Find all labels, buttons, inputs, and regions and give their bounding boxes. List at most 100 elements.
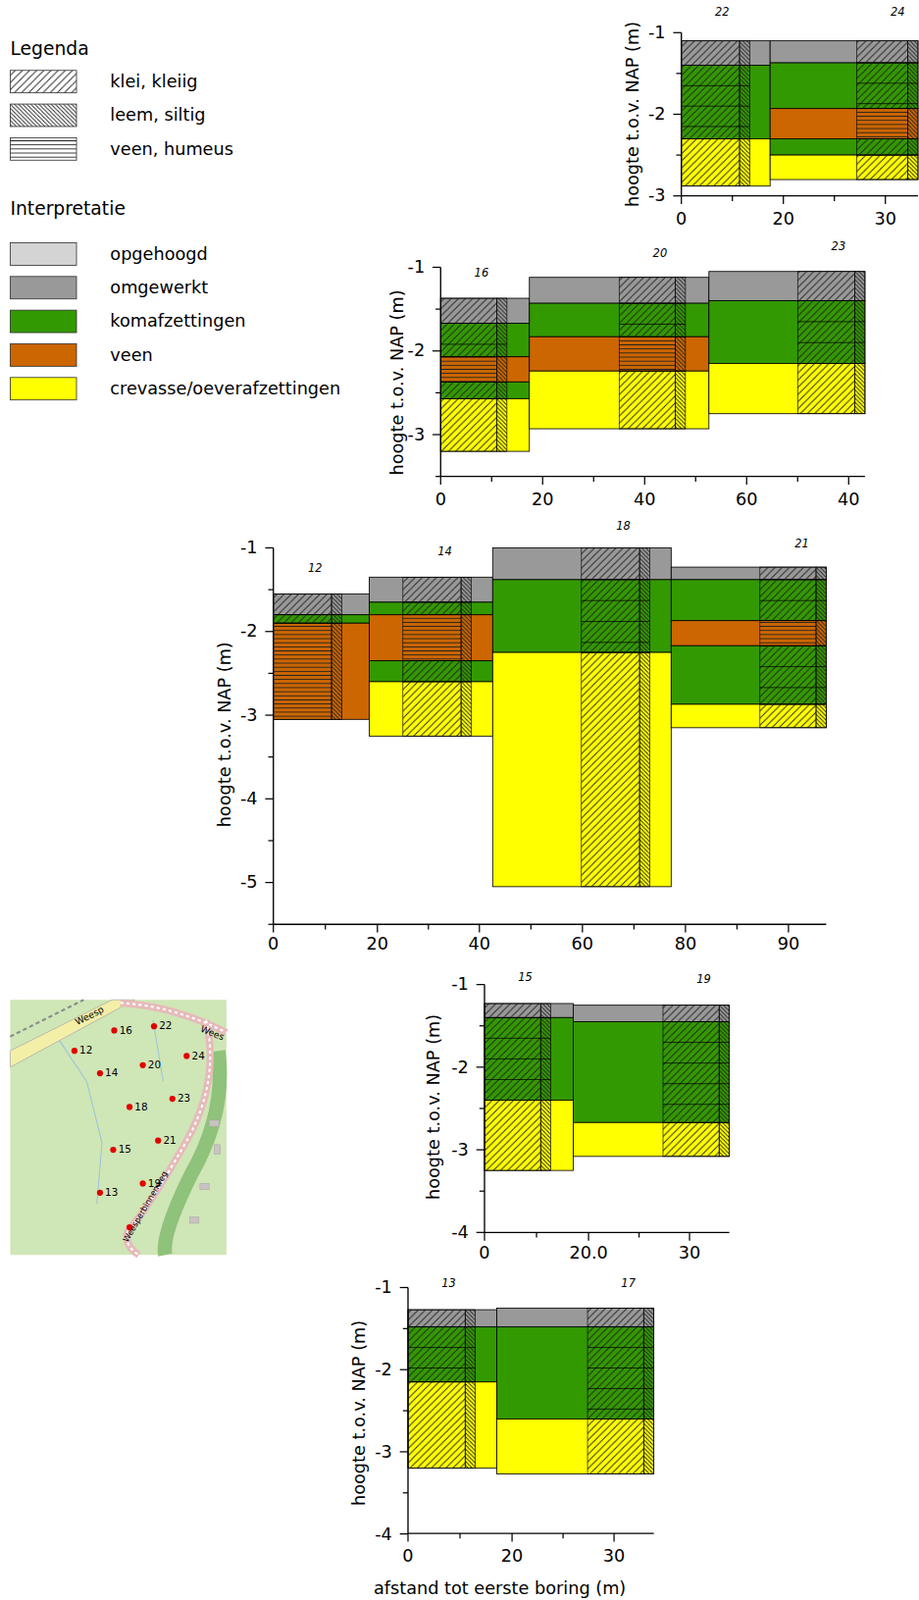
axis-tick — [479, 1107, 485, 1109]
lithology-hatch — [403, 681, 461, 736]
axis-title: hoogte t.o.v. NAP (m) — [389, 289, 408, 475]
lithology-hatch — [855, 301, 866, 364]
axis-tick — [403, 1409, 409, 1411]
map-boring-number: 21 — [162, 1135, 176, 1146]
axis-tick — [530, 923, 532, 929]
axis-tick — [672, 195, 681, 197]
x-axis — [440, 475, 866, 477]
lithology-hatch — [460, 681, 471, 736]
axis-tick — [400, 1286, 409, 1288]
interpretation-layer — [273, 593, 370, 614]
tick-label: -3 — [374, 1442, 393, 1461]
axis-tick — [731, 196, 733, 202]
lithology-hatch — [460, 614, 471, 662]
lithology-hatch — [460, 661, 471, 682]
lithology-hatch — [857, 138, 909, 155]
legend-swatch — [9, 103, 77, 127]
tick-label: 90 — [777, 934, 801, 953]
axis-tick — [478, 923, 480, 932]
interpretation-layer — [769, 138, 919, 155]
lithology-hatch — [857, 62, 909, 109]
x-axis — [408, 1531, 655, 1533]
lithology-hatch — [760, 620, 817, 647]
legend-swatch — [9, 377, 77, 401]
borehole-column — [681, 41, 770, 187]
boring-number: 15 — [517, 971, 533, 983]
layer-division — [797, 342, 866, 344]
axis-title: hoogte t.o.v. NAP (m) — [424, 1014, 443, 1200]
lithology-hatch — [663, 1005, 719, 1022]
interpretation-layer — [670, 704, 826, 728]
lithology-hatch — [403, 661, 461, 682]
boring-location — [71, 1047, 78, 1054]
lithology-hatch — [674, 370, 685, 429]
axis-tick — [676, 153, 682, 155]
axis-tick — [432, 433, 441, 435]
lithology-hatch — [643, 1418, 654, 1474]
lithology-hatch — [816, 566, 826, 580]
interpretation-layer — [709, 271, 866, 302]
legend-swatch — [9, 309, 77, 333]
x-axis — [484, 1231, 730, 1233]
layer-division — [581, 600, 651, 602]
interpretation-layer — [496, 1418, 654, 1474]
axis-tick — [432, 350, 441, 352]
interpretation-layer — [440, 298, 529, 324]
boring-location — [169, 1095, 176, 1102]
axis-tick — [633, 923, 635, 929]
lithology-hatch — [908, 108, 919, 140]
map-boring-number: 18 — [134, 1101, 148, 1112]
map-boring-number: 15 — [118, 1144, 132, 1155]
lithology-hatch — [581, 547, 640, 579]
boring-number: 13 — [441, 1277, 457, 1289]
lithology-hatch — [908, 62, 919, 109]
interpretation-layer — [670, 645, 826, 705]
legend-swatch — [9, 137, 77, 160]
axis-tick — [479, 1190, 485, 1192]
lithology-hatch — [464, 1381, 475, 1469]
lithology-hatch — [718, 1005, 729, 1022]
lithology-hatch — [855, 271, 866, 302]
tick-label: -4 — [240, 789, 258, 808]
lithology-hatch — [540, 1100, 551, 1172]
tick-label: 20 — [366, 934, 390, 953]
layer-division — [663, 1041, 730, 1043]
axis-tick — [435, 475, 441, 477]
tick-label: -1 — [240, 539, 258, 558]
interpretation-layer — [368, 614, 493, 662]
axis-tick — [787, 923, 789, 932]
lithology-hatch — [857, 108, 909, 140]
lithology-hatch — [618, 336, 675, 371]
borehole-column — [492, 547, 671, 886]
lithology-hatch — [681, 65, 740, 140]
layer-division — [760, 686, 827, 688]
axis-tick — [324, 923, 326, 929]
legend-text: klei, kleiig — [109, 72, 198, 91]
layer-division — [587, 1387, 655, 1389]
interpretation-layer — [670, 566, 826, 580]
interpretation-layer — [408, 1309, 497, 1328]
axis-tick — [476, 1148, 485, 1150]
tick-label: 80 — [674, 934, 698, 953]
tick-label: -3 — [240, 706, 258, 724]
axis-tick — [797, 476, 799, 482]
axis-tick — [400, 1450, 409, 1452]
axis-tick — [400, 1532, 409, 1534]
lithology-hatch — [403, 614, 461, 662]
boring-location — [183, 1052, 190, 1059]
boring-location — [110, 1026, 117, 1033]
boring-location — [139, 1062, 146, 1069]
borehole-column — [496, 1307, 654, 1474]
x-axis — [681, 195, 919, 197]
lithology-hatch — [273, 593, 332, 614]
axis-title: hoogte t.o.v. NAP (m) — [215, 641, 234, 827]
axis-title: hoogte t.o.v. NAP (m) — [623, 21, 642, 207]
map-boring-number: 13 — [104, 1187, 118, 1198]
axis-tick — [479, 1024, 485, 1026]
layer-division — [484, 1078, 552, 1080]
lithology-hatch — [331, 593, 342, 614]
lithology-hatch — [331, 622, 342, 719]
axis-tick — [848, 476, 850, 485]
